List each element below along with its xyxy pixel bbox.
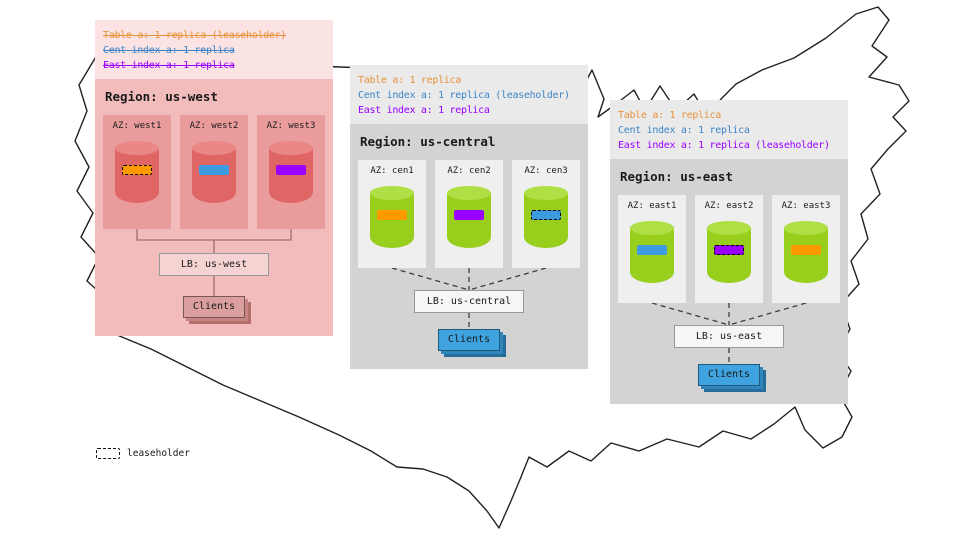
annotation-east-index: East index a: 1 replica — [358, 105, 490, 116]
cylinder-body — [370, 193, 414, 248]
az-label: AZ: cen2 — [447, 166, 491, 176]
az-row: AZ: cen1 AZ: cen2 AZ: — [358, 160, 580, 268]
replica-annotations: Table a: 1 replica (leaseholder) Cent in… — [95, 20, 333, 79]
load-balancer: LB: us-east — [674, 325, 784, 348]
clients-area: Clients — [103, 296, 325, 328]
region-box: Region: us-west AZ: west1 AZ: west2 — [95, 79, 333, 336]
annotation-cent-index: Cent index a: 1 replica (leaseholder) — [358, 90, 570, 101]
annotation-cent-index: Cent index a: 1 replica — [103, 45, 235, 56]
leaseholder-swatch-icon — [96, 448, 120, 459]
clients-box: Clients — [182, 296, 246, 318]
annotation-east-index: East index a: 1 replica — [103, 60, 235, 71]
region-title: Region: us-east — [620, 169, 733, 184]
az-label: AZ: cen3 — [524, 166, 568, 176]
cylinder-top — [115, 141, 159, 155]
replica-annotations: Table a: 1 replica Cent index a: 1 repli… — [350, 65, 588, 124]
database-cylinder — [370, 186, 414, 248]
replica-chip — [791, 245, 821, 255]
replica-chip — [276, 165, 306, 175]
az-to-lb-connectors — [651, 303, 807, 325]
az-label: AZ: east2 — [704, 201, 754, 211]
cylinder-top — [370, 186, 414, 200]
annotation-table-a: Table a: 1 replica — [618, 110, 721, 121]
region-title: Region: us-central — [360, 134, 496, 149]
az-row: AZ: east1 AZ: east2 AZ — [618, 195, 840, 303]
cylinder-top — [192, 141, 236, 155]
region-panel-us-central: Table a: 1 replica Cent index a: 1 repli… — [350, 65, 588, 369]
database-cylinder — [707, 221, 751, 283]
lb-to-clients-connector — [213, 276, 215, 296]
lb-to-clients-connector — [468, 313, 470, 329]
az-card: AZ: west3 — [257, 115, 325, 229]
az-card: AZ: cen3 — [512, 160, 580, 268]
cylinder-body — [115, 148, 159, 203]
database-cylinder — [447, 186, 491, 248]
cylinder-body — [630, 228, 674, 283]
database-cylinder — [784, 221, 828, 283]
az-to-lb-connectors — [391, 268, 547, 290]
az-card: AZ: west1 — [103, 115, 171, 229]
database-cylinder — [115, 141, 159, 203]
cylinder-body — [784, 228, 828, 283]
az-card: AZ: east2 — [695, 195, 763, 303]
cylinder-top — [447, 186, 491, 200]
az-row: AZ: west1 AZ: west2 AZ — [103, 115, 325, 229]
az-label: AZ: west1 — [112, 121, 162, 131]
az-card: AZ: cen1 — [358, 160, 426, 268]
cylinder-body — [269, 148, 313, 203]
cylinder-top — [630, 221, 674, 235]
clients-area: Clients — [618, 364, 840, 396]
replica-annotations: Table a: 1 replica Cent index a: 1 repli… — [610, 100, 848, 159]
cylinder-body — [447, 193, 491, 248]
database-cylinder — [269, 141, 313, 203]
cylinder-top — [269, 141, 313, 155]
cylinder-body — [524, 193, 568, 248]
annotation-table-a: Table a: 1 replica — [358, 75, 461, 86]
database-cylinder — [630, 221, 674, 283]
cylinder-top — [784, 221, 828, 235]
replica-chip — [122, 165, 152, 175]
annotation-cent-index: Cent index a: 1 replica — [618, 125, 750, 136]
clients-area: Clients — [358, 329, 580, 361]
cylinder-top — [707, 221, 751, 235]
legend-label: leaseholder — [127, 448, 190, 459]
replica-chip — [531, 210, 561, 220]
replica-chip — [199, 165, 229, 175]
annotation-east-index: East index a: 1 replica (leaseholder) — [618, 140, 830, 151]
region-panel-us-west: Table a: 1 replica (leaseholder) Cent in… — [95, 20, 333, 336]
annotation-table-a: Table a: 1 replica (leaseholder) — [103, 30, 287, 41]
az-label: AZ: west3 — [266, 121, 316, 131]
az-label: AZ: cen1 — [370, 166, 414, 176]
region-title: Region: us-west — [105, 89, 218, 104]
region-panel-us-east: Table a: 1 replica Cent index a: 1 repli… — [610, 100, 848, 404]
cylinder-body — [192, 148, 236, 203]
region-box: Region: us-central AZ: cen1 AZ: cen2 — [350, 124, 588, 369]
load-balancer: LB: us-central — [414, 290, 524, 313]
replica-chip — [714, 245, 744, 255]
az-card: AZ: west2 — [180, 115, 248, 229]
database-cylinder — [192, 141, 236, 203]
replica-chip — [377, 210, 407, 220]
load-balancer: LB: us-west — [159, 253, 269, 276]
az-card: AZ: east1 — [618, 195, 686, 303]
az-label: AZ: east1 — [627, 201, 677, 211]
az-card: AZ: cen2 — [435, 160, 503, 268]
az-label: AZ: east3 — [781, 201, 831, 211]
cylinder-top — [524, 186, 568, 200]
database-cylinder — [524, 186, 568, 248]
legend: leaseholder — [96, 448, 190, 459]
az-to-lb-connectors — [136, 229, 292, 253]
az-label: AZ: west2 — [189, 121, 239, 131]
lb-to-clients-connector — [728, 348, 730, 364]
replica-chip — [637, 245, 667, 255]
clients-box: Clients — [437, 329, 501, 351]
az-card: AZ: east3 — [772, 195, 840, 303]
clients-box: Clients — [697, 364, 761, 386]
cylinder-body — [707, 228, 751, 283]
region-box: Region: us-east AZ: east1 AZ: east2 — [610, 159, 848, 404]
replica-chip — [454, 210, 484, 220]
